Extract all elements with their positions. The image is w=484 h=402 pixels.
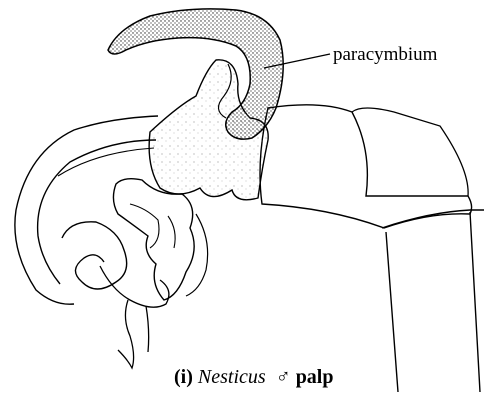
patella-segment — [260, 105, 472, 228]
caption-structure: palp — [296, 366, 334, 388]
caption-genus: Nesticus — [198, 366, 266, 388]
terminal-apophysis — [118, 300, 149, 368]
figure-caption: (i) Nesticus ♂ palp — [174, 366, 334, 389]
caption-close-paren: ) — [186, 366, 193, 388]
patella-joint-line — [352, 108, 468, 196]
embolus — [62, 222, 127, 289]
cymbium-edge-line — [58, 148, 154, 176]
male-symbol-icon: ♂ — [276, 366, 291, 388]
paracymbium-label: paracymbium — [333, 44, 437, 66]
tibia-segment — [382, 210, 484, 392]
conductor — [113, 179, 194, 300]
caption-open-paren: ( — [174, 366, 181, 388]
